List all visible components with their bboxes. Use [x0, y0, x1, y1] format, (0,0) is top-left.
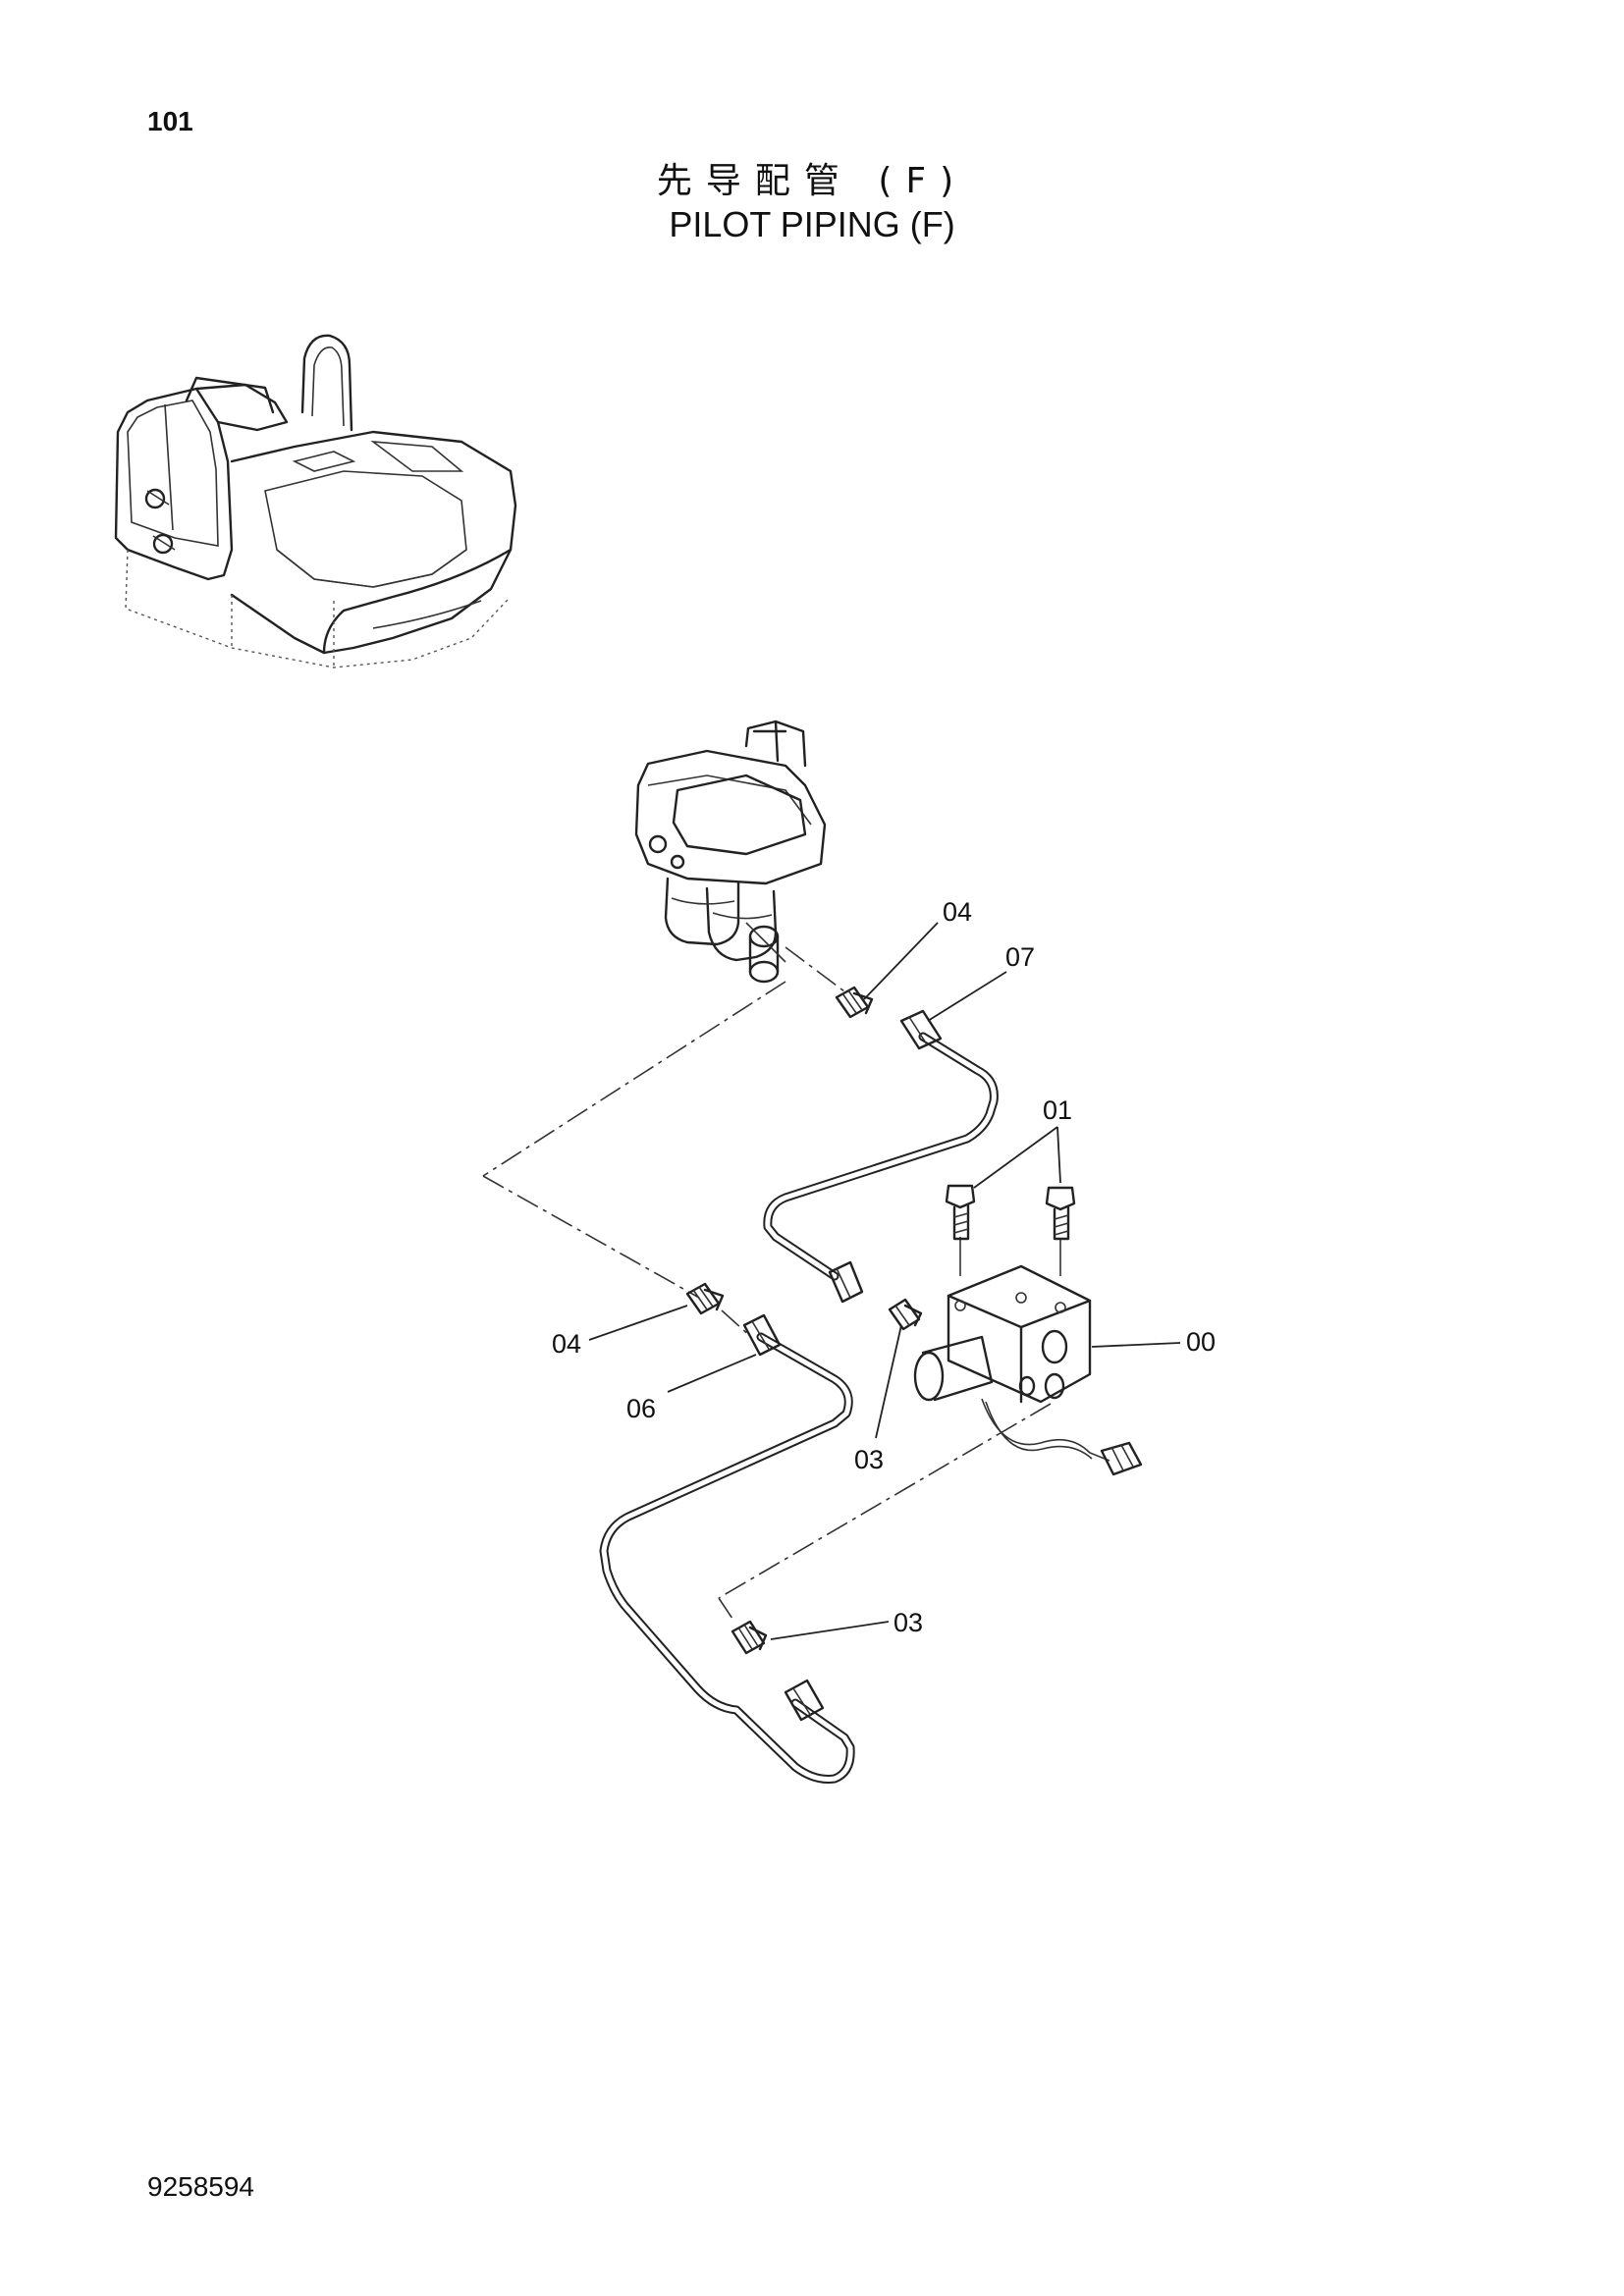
pipe-06	[599, 1313, 855, 1784]
callout-00: 00	[1186, 1327, 1216, 1357]
callout-07: 07	[1005, 942, 1035, 972]
callout-01: 01	[1043, 1095, 1072, 1125]
adapter-04-lower	[685, 1282, 725, 1315]
alignment-lines	[482, 946, 1061, 1623]
adapter-03-lower	[731, 1620, 768, 1655]
adapter-04-upper	[835, 986, 874, 1019]
callout-06: 06	[626, 1394, 656, 1423]
adapter-03-upper	[888, 1298, 923, 1331]
callout-03-upper: 03	[854, 1445, 884, 1474]
solenoid-valve-00	[913, 1264, 1143, 1476]
callout-04-upper: 04	[943, 897, 972, 927]
bolt-01-right	[1045, 1186, 1076, 1241]
page-number: 101	[147, 106, 193, 136]
callout-labels: 04 07 01 00 04 06 03 03	[552, 897, 1216, 1637]
page-title: PILOT PIPING (F)	[669, 204, 955, 244]
leader-lines	[588, 922, 1181, 1640]
pilot-valve-assembly-illustration	[634, 720, 827, 984]
callout-04-lower: 04	[552, 1329, 581, 1359]
bolt-01-left	[945, 1184, 976, 1241]
excavator-overview-illustration	[114, 334, 517, 668]
document-number: 9258594	[147, 2171, 255, 2202]
pipe-07	[763, 1009, 999, 1304]
page-title-japanese: 先导配管 (F)	[656, 161, 968, 201]
callout-03-lower: 03	[893, 1608, 923, 1637]
